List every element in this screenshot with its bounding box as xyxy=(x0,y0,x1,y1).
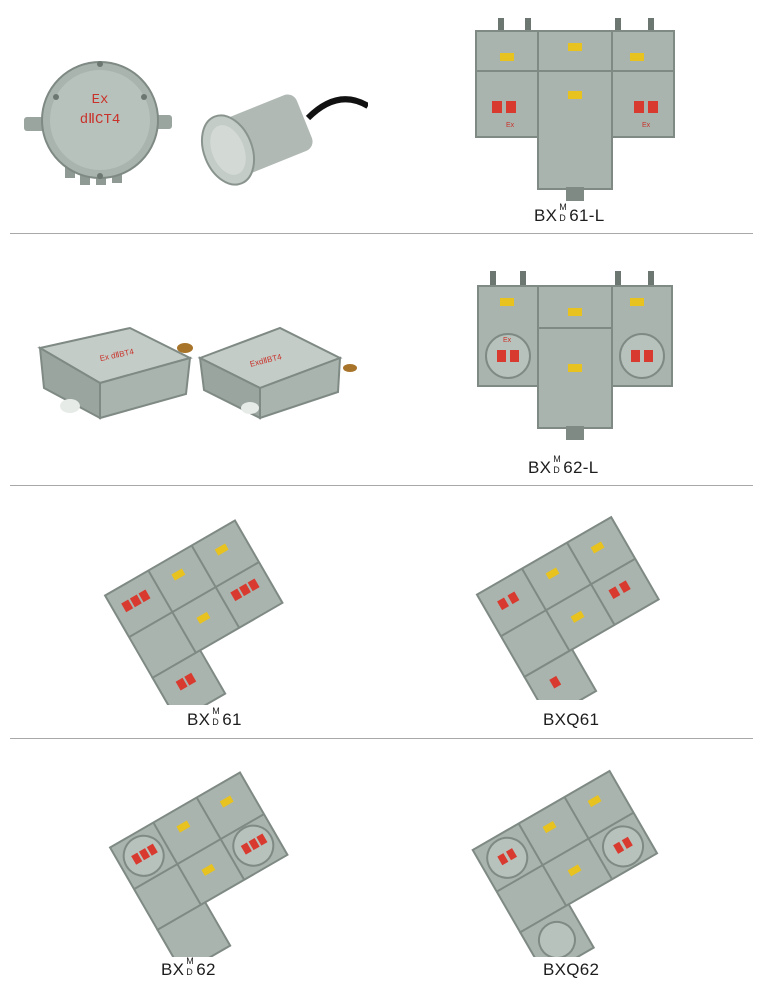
round-box-marking-line2: dⅡCT4 xyxy=(80,112,121,128)
rect-junction-box-2-photo: ExdⅡBT4 xyxy=(190,318,360,428)
distribution-box-bxd61-photo xyxy=(95,510,305,705)
row-divider-3 xyxy=(10,738,753,739)
rect-junction-box-1-photo: Ex dⅡBT4 xyxy=(20,288,200,428)
distribution-box-bxq61-photo xyxy=(465,510,680,700)
distribution-box-bxd61l-photo: Ex Ex xyxy=(470,15,680,205)
distribution-box-bxd62l-photo: Ex xyxy=(470,268,680,453)
enclosure-marking-left: Ex xyxy=(506,122,515,129)
distribution-box-bxq62-photo xyxy=(462,762,682,957)
distribution-box-bxd62-photo xyxy=(100,762,310,957)
enclosure-marking-right: Ex xyxy=(642,122,651,129)
product-label-bxq61: BXQ61 xyxy=(543,710,600,729)
round-junction-box-photo: Ex dⅡCT4 xyxy=(20,45,180,195)
row-divider-1 xyxy=(10,233,753,234)
cylinder-light-photo xyxy=(188,78,368,188)
product-label-bxq62: BXQ62 xyxy=(543,960,600,979)
round-box-marking-line1: Ex xyxy=(92,92,109,108)
row-divider-2 xyxy=(10,485,753,486)
enclosure-marking-round: Ex xyxy=(503,337,512,344)
